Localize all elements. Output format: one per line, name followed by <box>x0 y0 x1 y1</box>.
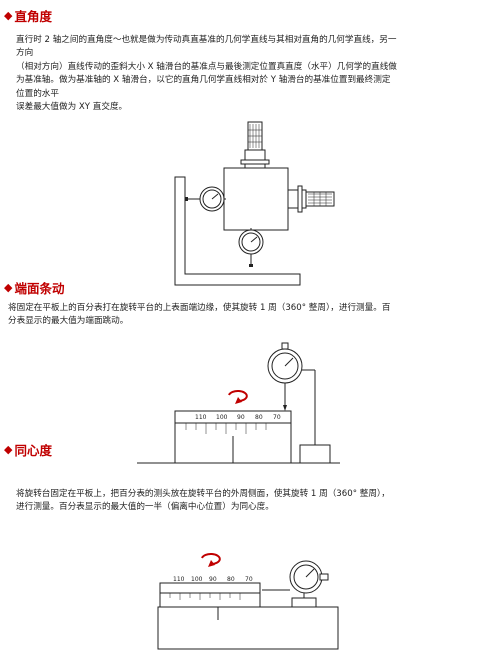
scale-number: 70 <box>245 576 253 583</box>
section-heading-perpendicularity: ◆ 直角度 <box>4 6 52 25</box>
text-line: 为基准轴。做为基准轴的 X 轴滑台，以它的直角几何学直线相对於 Y 轴滑台的基准… <box>16 75 391 86</box>
scale-number: 70 <box>273 414 281 421</box>
section-title: 直角度 <box>14 9 52 24</box>
text-line: 位置的水平 <box>16 88 59 99</box>
scale-number: 90 <box>237 414 245 421</box>
dial-gauge-bottom <box>238 229 264 255</box>
paragraph-perpendicularity: 直行时 2 轴之间的直角度～也就是做为传动真直基准的几何学直线与其相对直角的几何… <box>16 34 397 114</box>
scale-number: 110 <box>173 576 185 583</box>
scale-number: 90 <box>209 576 217 583</box>
text-line: 误差最大值做为 XY 直交度。 <box>16 102 128 113</box>
scale-number: 80 <box>255 414 263 421</box>
scale-number: 80 <box>227 576 235 583</box>
scale-number: 110 <box>195 414 207 421</box>
xy-stage-body <box>223 167 289 231</box>
micrometer-right-knob <box>305 191 335 207</box>
scale-number: 100 <box>191 576 203 583</box>
dial-indicator <box>267 348 303 384</box>
scale-number: 100 <box>216 414 228 421</box>
section-title: 同心度 <box>14 443 52 458</box>
square-ruler <box>174 176 301 286</box>
rotary-table-body <box>174 422 292 464</box>
text-line: 分表显示的最大值为端面跳动。 <box>8 316 129 327</box>
section-heading-concentricity: ◆ 同心度 <box>4 440 52 459</box>
text-line: 将固定在平板上的百分表打在旋转平台的上表面端边缘，使其旋转 1 周（360° 整… <box>8 303 391 313</box>
micrometer-top-knob <box>247 121 263 151</box>
rotary-table-top <box>174 410 292 424</box>
paragraph-face-runout: 将固定在平板上的百分表打在旋转平台的上表面端边缘，使其旋转 1 周（360° 整… <box>8 302 390 329</box>
section-heading-face-runout: ◆ 端面条动 <box>4 278 64 297</box>
text-line: 方向 <box>16 48 34 59</box>
text-line: 将旋转台固定在平板上，把百分表的测头放在旋转平台的外周侧面，使其旋转 1 周（3… <box>16 489 390 499</box>
rotation-arrow-icon <box>201 553 221 565</box>
diamond-bullet-icon: ◆ <box>4 281 13 294</box>
diamond-bullet-icon: ◆ <box>4 443 13 456</box>
section-title: 端面条动 <box>14 281 65 296</box>
text-line: （相对方向）直线传动的歪斜大小 X 轴滑台的基准点与最後测定位置真直度（水平）几… <box>16 61 397 72</box>
text-line: 直行时 2 轴之间的直角度～也就是做为传动真直基准的几何学直线与其相对直角的几何… <box>16 35 397 45</box>
surface-plate <box>157 606 339 650</box>
dial-gauge-left <box>199 186 225 212</box>
text-line: 进行测量。百分表显示的最大值的一半（偏离中心位置）为同心度。 <box>16 502 274 513</box>
indicator-stand-base <box>299 444 331 464</box>
dial-indicator <box>289 560 323 594</box>
paragraph-concentricity: 将旋转台固定在平板上，把百分表的测头放在旋转平台的外周侧面，使其旋转 1 周（3… <box>16 488 390 515</box>
rotary-table-body <box>159 592 261 608</box>
rotary-table-top <box>159 582 261 594</box>
rotation-arrow-icon <box>228 390 248 402</box>
indicator-stand-base <box>291 597 317 608</box>
diamond-bullet-icon: ◆ <box>4 9 13 22</box>
